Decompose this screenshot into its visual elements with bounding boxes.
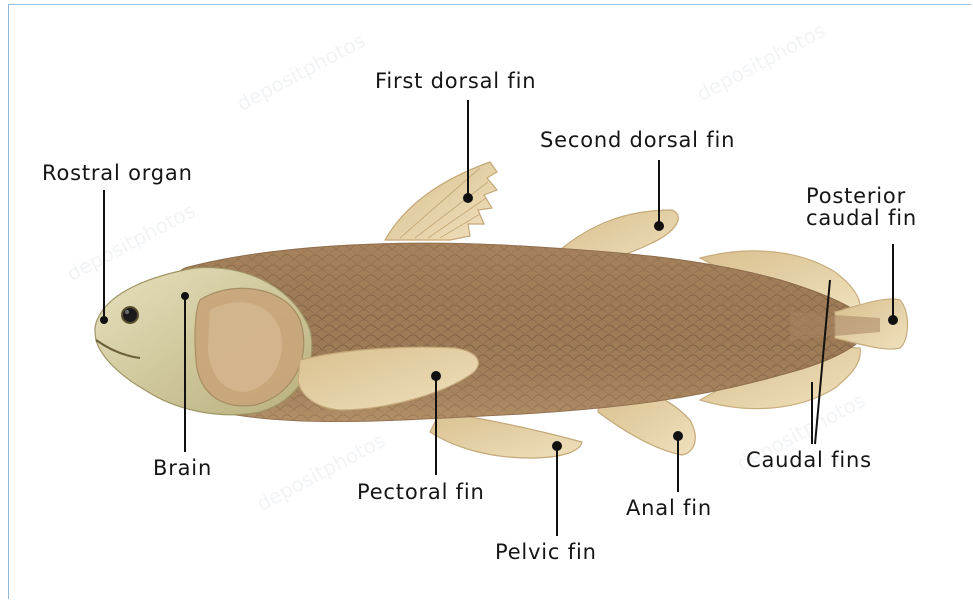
- pelvic-fin-shape: [430, 412, 582, 458]
- label-brain: Brain: [153, 457, 212, 479]
- rostral-organ-point: [100, 316, 108, 324]
- label-pelvic-fin: Pelvic fin: [495, 541, 597, 563]
- label-posterior-caudal-fin-line1: Posterior: [806, 185, 917, 207]
- eye: [122, 307, 138, 323]
- label-caudal-fins: Caudal fins: [746, 449, 872, 471]
- label-anal-fin: Anal fin: [626, 497, 712, 519]
- label-pectoral-fin: Pectoral fin: [357, 481, 485, 503]
- label-first-dorsal-fin: First dorsal fin: [375, 70, 536, 92]
- label-posterior-caudal-fin-line2: caudal fin: [806, 207, 917, 229]
- first-dorsal-fin-shape: [385, 162, 497, 240]
- label-posterior-caudal-fin: Posterior caudal fin: [806, 185, 917, 229]
- label-rostral-organ: Rostral organ: [42, 162, 193, 184]
- label-second-dorsal-fin: Second dorsal fin: [540, 129, 735, 151]
